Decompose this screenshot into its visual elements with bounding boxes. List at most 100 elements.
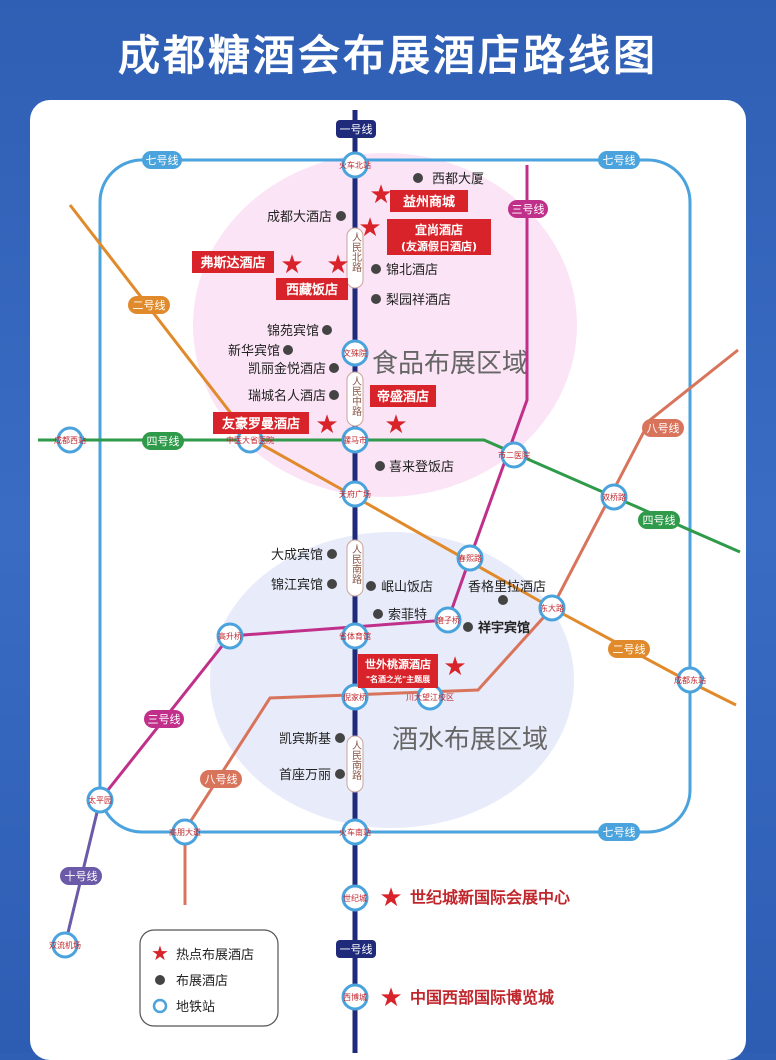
station-label-shiersheng: 市二医院	[498, 450, 530, 460]
legend-hotel: 布展酒店	[176, 974, 228, 989]
road-south-label-2: 人民南路	[350, 740, 362, 781]
hotel-dot-xilaideng	[375, 461, 385, 471]
road-north: 人民北路	[346, 227, 364, 289]
hotel-xinhua: 新华宾馆	[228, 343, 280, 359]
hot-youhao: 友豪罗曼酒店	[222, 416, 300, 432]
road-south-1: 人民南路	[346, 539, 364, 597]
star-icon: ★	[151, 941, 169, 965]
line-3-label-1: 三号线	[512, 202, 545, 216]
station-label-chengdudong: 成都东站	[674, 675, 706, 685]
hotel-jinyuan: 锦苑宾馆	[267, 323, 319, 339]
hotel-kaibinsiji: 凯宾斯基	[279, 731, 331, 747]
hotel-dot-shouzuo	[335, 769, 345, 779]
station-huochebei	[341, 151, 369, 179]
line-8-label-1: 八号线	[647, 421, 680, 435]
line-8-badge-1	[642, 419, 684, 437]
hotel-minshan: 岷山饭店	[381, 580, 433, 595]
star-icon: ★	[358, 213, 381, 243]
station-chengdudong	[676, 666, 704, 694]
station-label-dongda: 东大路	[540, 603, 564, 613]
line-2-badge-1	[128, 296, 170, 314]
venue-century: 世纪城新国际会展中心	[410, 888, 570, 907]
star-icon: ★	[379, 883, 402, 913]
line-1-badge-bottom	[336, 940, 376, 958]
hotel-dot-dacheng	[327, 549, 337, 559]
line-7-label-1: 七号线	[146, 153, 179, 167]
venue-west: 中国西部国际博览城	[410, 988, 554, 1007]
station-shuangqiao	[600, 483, 628, 511]
station-label-tianfu: 天府广场	[339, 489, 371, 499]
line-2-label-1: 二号线	[133, 298, 166, 312]
station-xibo	[341, 983, 369, 1011]
hotel-dot-liyuan	[371, 294, 381, 304]
hotel-dot-suofeite	[373, 609, 383, 619]
hotel-shangri: 香格里拉酒店	[468, 579, 546, 595]
star-icon: ★	[379, 983, 402, 1013]
road-south-2: 人民南路	[346, 735, 364, 793]
line-4-label-1: 四号线	[147, 434, 180, 448]
line-3-badge-1	[508, 200, 548, 218]
road-north-label: 人民北路	[350, 232, 362, 273]
line-4-badge-1	[142, 432, 184, 450]
station-shuangliu	[51, 931, 79, 959]
line-7-badge-1	[142, 151, 182, 169]
road-middle-label: 人民中路	[350, 376, 362, 417]
hotel-dot-xinhua	[283, 345, 293, 355]
hot-fusida-box	[192, 251, 274, 273]
station-label-luomashi: 骡马市	[343, 435, 367, 445]
station-gaoshengqiao	[216, 622, 244, 650]
hot-youyuan: (友源假日酒店)	[401, 239, 477, 253]
line-7-label-2: 七号线	[603, 153, 636, 167]
station-label-chunxi: 春熙路	[458, 553, 482, 563]
line-7-badge-2	[598, 151, 640, 169]
line-10-badge	[60, 867, 102, 885]
hotel-ruicheng: 瑞城名人酒店	[248, 388, 326, 404]
line-3-label-2: 三号线	[148, 712, 181, 726]
line-3-track	[98, 165, 529, 801]
line-7-badge-3	[598, 823, 640, 841]
hotel-dot-minshan	[366, 581, 376, 591]
station-label-shuangqiao: 双桥路	[602, 492, 626, 502]
line-2-label-2: 二号线	[613, 642, 646, 656]
line-8-badge-2	[200, 770, 242, 788]
station-taipingyuan	[86, 786, 114, 814]
hot-shiwai-sub: "名酒之光"主题展	[366, 674, 430, 684]
hot-xizang-box	[276, 278, 348, 300]
hotel-dot-xiangyu	[463, 622, 473, 632]
hotel-kaili: 凯丽金悦酒店	[248, 361, 326, 377]
station-gaopeng	[171, 818, 199, 846]
line-1-label-top: 一号线	[340, 122, 373, 136]
line-3-badge-2	[144, 710, 184, 728]
road-south-label: 人民南路	[350, 544, 362, 585]
hot-shiwai: 世外桃源酒店	[365, 657, 431, 671]
metro-station-icon	[152, 998, 168, 1014]
station-nijiaqiao	[341, 683, 369, 711]
station-label-shengtiyu: 省体育馆	[339, 631, 371, 641]
line-2-badge-2	[608, 640, 650, 658]
hotel-liyuan: 梨园祥酒店	[386, 293, 451, 308]
hot-youhao-box	[213, 412, 309, 434]
hotel-xiangyu: 祥宇宾馆	[478, 620, 530, 636]
station-tianfu	[341, 480, 369, 508]
hot-xizang: 西藏饭店	[286, 282, 338, 298]
road-middle: 人民中路	[346, 371, 364, 427]
star-icon: ★	[384, 410, 407, 440]
line-4-badge-2	[638, 511, 680, 529]
station-label-taipingyuan: 太平园	[88, 795, 112, 805]
hotel-jinjiang: 锦江宾馆	[271, 577, 323, 593]
hotel-dot-ruicheng	[329, 390, 339, 400]
station-label-huochenan: 火车南站	[339, 827, 371, 837]
hotel-shouzuo: 首座万丽	[279, 768, 331, 783]
station-chunxi	[456, 544, 484, 572]
station-dongda	[538, 594, 566, 622]
hotel-xidu: 西都大厦	[432, 172, 484, 187]
station-shengtiyu	[341, 622, 369, 650]
station-label-gaopeng: 高朋大道	[169, 827, 201, 837]
hot-yishang-box	[387, 219, 491, 255]
hotel-dacheng: 大成宾馆	[271, 547, 323, 563]
line-1-label-bottom: 一号线	[340, 942, 373, 956]
hot-yizhou: 益州商城	[403, 194, 455, 210]
station-shiersheng	[500, 441, 528, 469]
line-1-badge-top	[336, 120, 376, 138]
